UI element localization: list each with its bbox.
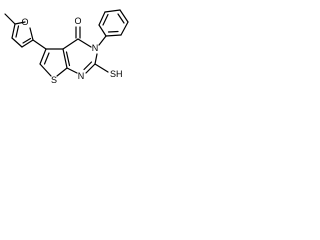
phenyl-bond-3 <box>104 9 121 13</box>
phenyl-bond-4 <box>119 9 129 23</box>
furan-bond-c5-c4-double <box>15 25 20 38</box>
ring-bond-n1-c7a <box>66 67 78 74</box>
ring-nitrogen-3-label: N <box>92 43 99 53</box>
thiol-bond <box>94 63 109 73</box>
phenyl-bond-4-double <box>117 13 125 24</box>
phenyl-bond-2 <box>98 11 106 26</box>
ring-bond-c4-n3 <box>77 38 92 48</box>
methylfuran-group <box>4 13 34 48</box>
thiophene-bond-c5-c4 <box>39 48 47 65</box>
phenyl-bond-6-double <box>107 30 119 33</box>
furan-thiophene-link-bond <box>32 39 47 50</box>
furan-bond-c5-c4 <box>11 23 16 39</box>
furan-bond-c3-c2-double <box>22 37 32 44</box>
ring-bond-c4a-c4 <box>62 38 79 50</box>
thiophene-ring <box>39 48 68 77</box>
phenyl-bond-5 <box>120 21 129 36</box>
furan-oxygen-label: O <box>21 17 28 27</box>
phenyl-bond-6 <box>105 34 122 37</box>
furan-bond-c4-c3 <box>11 37 23 48</box>
phenyl-bond-1 <box>98 24 107 37</box>
ring-bond-c2-n1-double <box>83 61 93 71</box>
ring-nitrogen-1-label: N <box>78 71 85 81</box>
ring-bond-n3-c2 <box>94 53 98 65</box>
ring-bond-c2-n1 <box>85 63 96 74</box>
phenyl-bond-2-double <box>102 13 109 26</box>
furan-bond-c3-c2 <box>21 39 34 48</box>
molecule-structure-drawing: O O N N S SH <box>4 9 129 85</box>
fused-bond-c4a-c7a <box>62 48 68 69</box>
furan-bond-c2-o <box>29 27 34 41</box>
pyrimidinone-ring <box>62 38 98 74</box>
methyl-bond <box>4 13 16 25</box>
phenyl-ring <box>98 9 129 46</box>
phenyl-link-bond <box>98 35 107 46</box>
fused-bond-c4a-c7a-double <box>65 51 71 67</box>
thiophene-bond-c5-c4-double <box>43 52 50 65</box>
furan-bond-o-c5 <box>14 21 26 25</box>
thiophene-bond-s-c7a <box>56 67 68 77</box>
thiophene-sulfur-label: S <box>51 75 57 85</box>
thiol-group-label: SH <box>110 69 123 79</box>
carbonyl-oxygen-label: O <box>74 16 81 26</box>
thiophene-bond-c4-s <box>39 63 52 77</box>
